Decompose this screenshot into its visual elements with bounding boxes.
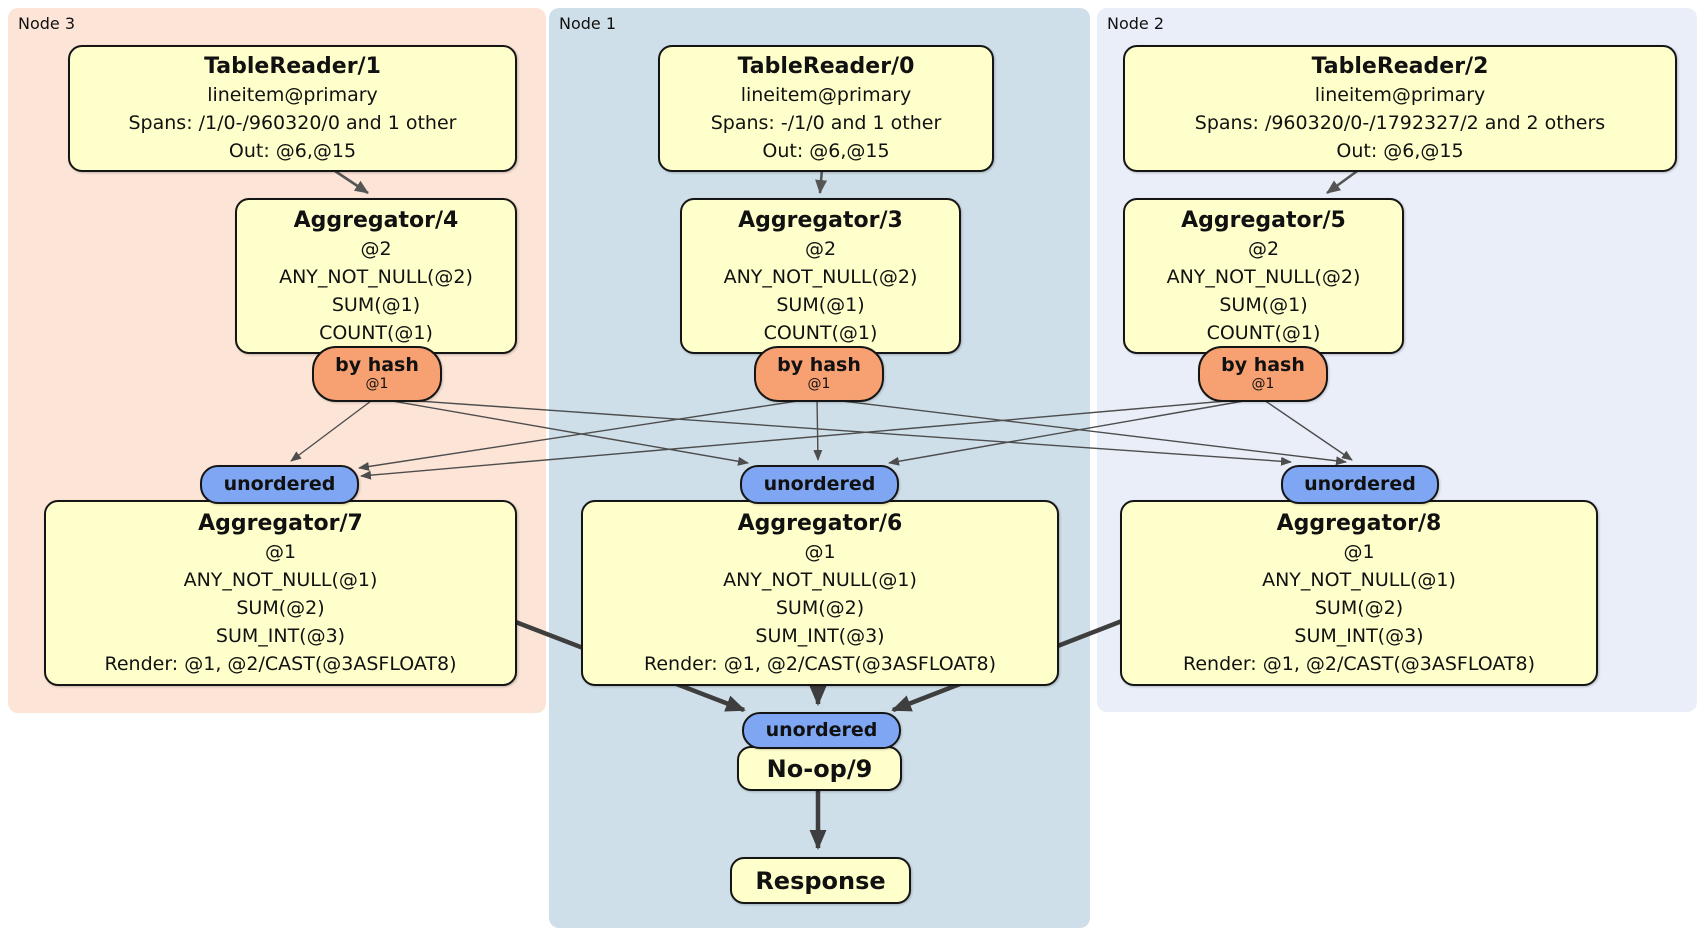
router-label: by hash <box>335 354 419 376</box>
plan-node-detail-line: @2 <box>360 237 392 260</box>
plan-node-detail-line: @1 <box>1343 540 1375 563</box>
plan-node-title: TableReader/2 <box>1311 54 1489 79</box>
edge-tr1-agg4 <box>331 167 369 195</box>
router-sublabel: @1 <box>1251 376 1275 392</box>
plan-node-detail-line: Render: @1, @2/CAST(@3ASFLOAT8) <box>644 652 996 675</box>
plan-node-detail-line: SUM(@1) <box>776 293 865 316</box>
plan-node-detail-line: lineitem@primary <box>740 84 912 106</box>
region-label-node-1: Node 1 <box>559 14 617 33</box>
router-label: unordered <box>223 473 336 495</box>
plan-node-detail-line: ANY_NOT_NULL(@1) <box>723 568 917 591</box>
edge-hash3-un7 <box>358 397 818 471</box>
plan-node-title: Aggregator/4 <box>293 207 459 233</box>
region-label-node-2: Node 2 <box>1107 14 1165 33</box>
plan-node-detail-line: Spans: /960320/0-/1792327/2 and 2 others <box>1194 112 1606 134</box>
router-by-hash-5: by hash@1 <box>1198 346 1328 402</box>
plan-node-detail-line: ANY_NOT_NULL(@1) <box>1262 568 1456 591</box>
router-label: unordered <box>763 473 876 495</box>
plan-node-detail-line: Render: @1, @2/CAST(@3ASFLOAT8) <box>1183 652 1535 675</box>
plan-node-title: Aggregator/3 <box>738 207 903 233</box>
plan-node-detail-line: SUM(@1) <box>331 293 421 316</box>
plan-node-detail-line: SUM_INT(@3) <box>215 624 346 647</box>
plan-node-detail-line: lineitem@primary <box>1314 84 1486 106</box>
router-sublabel: @1 <box>365 376 389 392</box>
plan-node-detail-line: COUNT(@1) <box>763 321 878 344</box>
plan-node-title: Aggregator/6 <box>737 510 903 536</box>
plan-node-detail-line: SUM(@1) <box>1219 293 1308 316</box>
plan-node-detail-line: SUM_INT(@3) <box>755 624 885 647</box>
plan-node-title: TableReader/0 <box>737 54 915 79</box>
plan-node-detail-line: SUM_INT(@3) <box>1294 624 1424 647</box>
plan-node-detail-line: SUM(@2) <box>236 596 325 619</box>
plan-node-detail-line: Render: @1, @2/CAST(@3ASFLOAT8) <box>104 652 457 675</box>
router-unordered-6: unordered <box>740 465 899 504</box>
edge-hash5-un8 <box>1260 397 1353 461</box>
plan-node-detail-line: ANY_NOT_NULL(@2) <box>723 265 918 288</box>
plan-node-title: Response <box>755 866 886 895</box>
router-unordered-9: unordered <box>742 712 901 749</box>
plan-node-detail-line: Out: @6,@15 <box>1336 140 1464 162</box>
plan-node-detail-line: Spans: /1/0-/960320/0 and 1 other <box>128 112 457 134</box>
plan-node-detail-line: COUNT(@1) <box>319 321 433 344</box>
plan-node-detail-line: Spans: -/1/0 and 1 other <box>710 112 942 134</box>
plan-node-detail-line: Out: @6,@15 <box>228 140 357 162</box>
plan-node-no-op-9: No-op/9 <box>737 746 902 791</box>
router-label: unordered <box>765 719 878 741</box>
plan-node-title: Aggregator/7 <box>198 510 363 536</box>
edge-tr2-agg5 <box>1326 167 1361 195</box>
edge-hash3-un6 <box>813 397 823 461</box>
router-label: unordered <box>1304 473 1416 495</box>
edge-hash4-un7 <box>290 397 376 462</box>
plan-node-detail-line: ANY_NOT_NULL(@1) <box>183 568 378 591</box>
edge-hash5-un6 <box>888 397 1262 466</box>
plan-node-title: Aggregator/5 <box>1181 207 1346 233</box>
edge-hash4-un8 <box>374 397 1292 466</box>
edge-hash4-un6 <box>374 397 749 466</box>
edge-tr0-agg3 <box>815 168 828 194</box>
router-label: by hash <box>1221 354 1305 376</box>
router-unordered-7: unordered <box>200 465 359 504</box>
region-label-node-3: Node 3 <box>18 14 76 33</box>
plan-node-title: No-op/9 <box>766 754 873 783</box>
plan-node-detail-line: @1 <box>264 540 297 563</box>
plan-node-detail-line: Out: @6,@15 <box>762 140 890 162</box>
plan-node-detail-line: lineitem@primary <box>207 84 378 106</box>
router-by-hash-4: by hash@1 <box>312 346 442 402</box>
plan-node-detail-line: @1 <box>804 540 836 563</box>
plan-node-title: TableReader/1 <box>204 54 381 79</box>
router-sublabel: @1 <box>807 376 831 392</box>
plan-node-detail-line: @2 <box>1247 237 1280 260</box>
router-label: by hash <box>777 354 861 376</box>
plan-node-detail-line: COUNT(@1) <box>1206 321 1321 344</box>
plan-node-detail-line: SUM(@2) <box>1314 596 1404 619</box>
plan-node-detail-line: ANY_NOT_NULL(@2) <box>279 265 473 288</box>
edge-hash5-un7 <box>360 397 1262 480</box>
plan-node-title: Aggregator/8 <box>1276 510 1442 536</box>
plan-node-detail-line: ANY_NOT_NULL(@2) <box>1166 265 1361 288</box>
router-by-hash-3: by hash@1 <box>754 346 884 402</box>
plan-node-response: Response <box>730 857 911 904</box>
plan-node-detail-line: SUM(@2) <box>775 596 865 619</box>
plan-node-detail-line: @2 <box>804 237 837 260</box>
router-unordered-8: unordered <box>1281 465 1439 504</box>
